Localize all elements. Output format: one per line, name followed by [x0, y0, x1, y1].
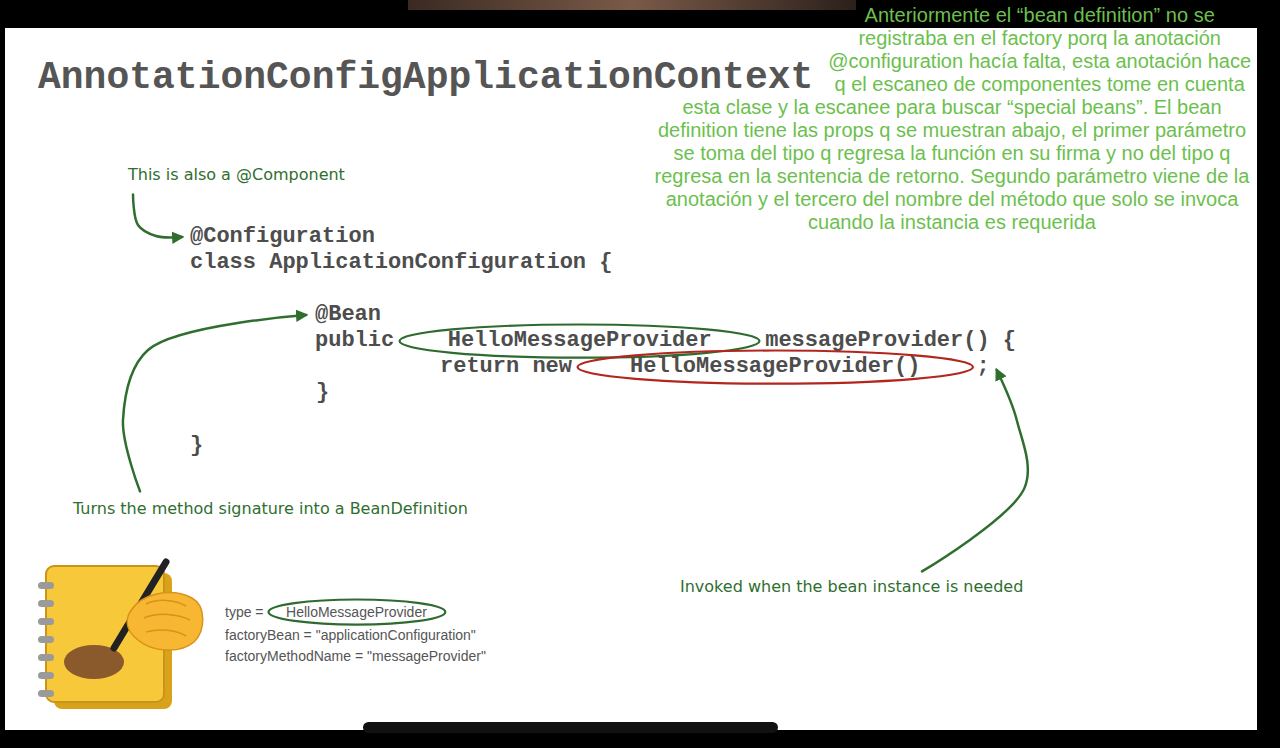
code-text: public — [315, 328, 394, 353]
highlight-ellipse: HelloMessageProvider — [267, 598, 447, 626]
label-box: Invoked when the bean instance is needed — [680, 577, 1023, 596]
label-box: return new — [440, 355, 572, 379]
notebook-ring — [38, 672, 54, 679]
label-box: factoryBean = "applicationConfiguration" — [225, 627, 476, 643]
code-text: class ApplicationConfiguration { — [190, 250, 612, 275]
ellipse-shape — [400, 324, 760, 357]
highlight-ellipse: HelloMessageProvider — [398, 323, 761, 359]
annotation-text: This is also a @Component — [128, 165, 345, 184]
highlighted-code: HelloMessageProvider — [448, 329, 712, 353]
property-text: factoryMethodName = "messageProvider" — [225, 648, 486, 664]
code-text: @Configuration — [190, 224, 375, 249]
highlighted-code: HelloMessageProvider — [286, 604, 427, 620]
video-thumbnail — [408, 0, 856, 10]
note-text: Anteriormente el “bean definition” no se… — [655, 4, 1251, 233]
hand — [127, 593, 203, 650]
label-box: Turns the method signature into a BeanDe… — [73, 499, 468, 518]
ellipse-shape — [578, 350, 973, 383]
property-text: type = — [225, 604, 264, 620]
highlight-ellipse: HelloMessageProvider() — [576, 349, 974, 385]
code-text: messageProvider() { — [765, 328, 1016, 353]
notebook-ring — [38, 690, 54, 697]
label-box: ; — [977, 355, 990, 379]
notebook-ring — [38, 582, 54, 589]
code-text: @Bean — [315, 302, 381, 327]
leader-arrow — [133, 195, 182, 238]
label-box: This is also a @Component — [128, 165, 345, 184]
highlighted-code: HelloMessageProvider() — [630, 355, 920, 379]
notebook-ring — [38, 636, 54, 643]
label-box: @Configuration — [190, 225, 375, 249]
code-text: } — [316, 380, 329, 405]
label-box: public — [315, 329, 394, 353]
ellipse-shape — [268, 599, 445, 624]
ellipse-text-group: HelloMessageProvider() — [630, 355, 920, 379]
label-box: } — [190, 434, 203, 458]
slide-title: AnnotationConfigApplicationContext — [38, 57, 813, 99]
notebook-ring — [38, 600, 54, 607]
code-text: } — [190, 433, 203, 458]
notebook-ring — [38, 618, 54, 625]
leader-arrow — [123, 315, 306, 491]
code-text: ; — [977, 354, 990, 379]
label-box: type = — [225, 604, 264, 620]
text-wrap-spacer — [648, 4, 823, 95]
property-text: factoryBean = "applicationConfiguration" — [225, 627, 476, 643]
label-box: factoryMethodName = "messageProvider" — [225, 648, 486, 664]
notebook-icon — [38, 562, 203, 709]
label-box: class ApplicationConfiguration { — [190, 251, 612, 275]
leader-arrow — [922, 370, 1028, 571]
ellipse-text-group: HelloMessageProvider — [448, 329, 712, 353]
label-box: } — [316, 381, 329, 405]
annotation-text: Invoked when the bean instance is needed — [680, 577, 1023, 596]
annotation-text: Turns the method signature into a BeanDe… — [73, 499, 468, 518]
label-box: @Bean — [315, 303, 381, 327]
hand-fingers — [144, 600, 190, 636]
ellipse-text-group: HelloMessageProvider — [286, 604, 427, 620]
note-box: Anteriormente el “bean definition” no se… — [648, 4, 1256, 234]
scroll-indicator — [363, 722, 778, 733]
notebook-ring — [38, 654, 54, 661]
